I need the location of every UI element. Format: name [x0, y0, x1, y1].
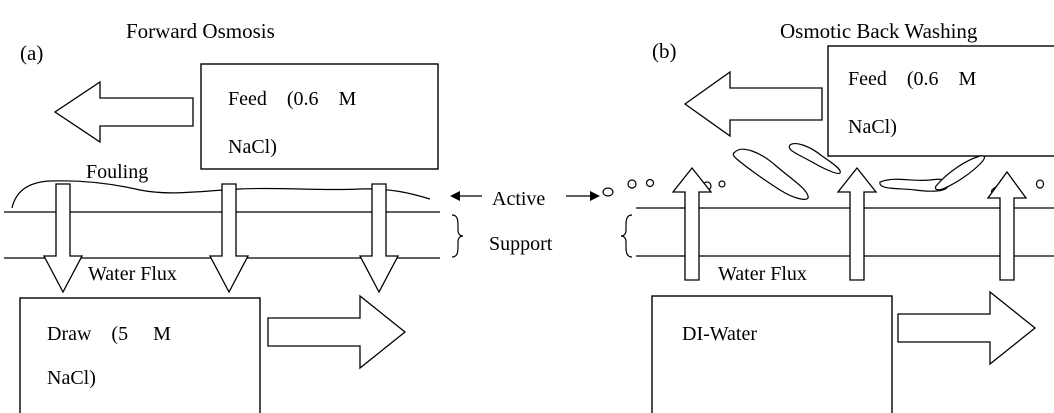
panel-a: Forward Osmosis (a) Feed (0.6 M NaCl) Fo… [4, 19, 440, 413]
water-flux-arrow-a-2 [208, 183, 250, 294]
feed-box-a [200, 63, 439, 170]
active-label: Active [492, 188, 545, 210]
active-pointer-left-head [450, 191, 460, 201]
water-flux-label-b: Water Flux [718, 263, 807, 285]
foulant-flake [788, 143, 841, 175]
panel-a-tag: (a) [20, 41, 43, 65]
foulant-particle [645, 178, 655, 188]
draw-outflow-arrow-b [897, 290, 1037, 366]
panel-a-title: Forward Osmosis [126, 19, 275, 43]
support-brace-right [620, 214, 633, 258]
feed-box-b [827, 45, 1054, 157]
di-water-box-label: DI-Water [682, 323, 757, 345]
fouling-layer-outline [11, 180, 431, 209]
draw-box-a-line1: Draw (5 M [47, 323, 171, 345]
water-flux-arrow-b-2 [836, 166, 878, 281]
water-flux-label-a: Water Flux [88, 263, 177, 285]
water-flux-arrow-b-3 [986, 170, 1028, 281]
di-water-box [651, 295, 893, 413]
foulant-particle [627, 179, 637, 189]
support-brace-left [451, 214, 464, 258]
fouling-label: Fouling [86, 161, 148, 183]
foulant-particle [602, 187, 614, 197]
draw-box-a [19, 297, 261, 413]
water-flux-arrow-a-3 [358, 183, 400, 294]
water-flux-arrow-b-1 [671, 166, 713, 281]
active-pointer-right-head [590, 191, 600, 201]
foulant-flake [934, 155, 986, 191]
panel-b-tag: (b) [652, 39, 677, 63]
membrane-labels: Active Support [450, 188, 633, 258]
feed-outflow-arrow-b [683, 70, 823, 138]
draw-box-a-line2: NaCl) [47, 367, 96, 389]
feed-outflow-arrow-a [53, 80, 194, 144]
feed-box-a-line2: NaCl) [228, 136, 277, 158]
foulant-flake [732, 148, 809, 200]
draw-outflow-arrow-a [267, 294, 407, 370]
feed-box-a-line1: Feed (0.6 M [228, 88, 357, 110]
feed-box-b-line2: NaCl) [848, 116, 897, 138]
panel-b-title: Osmotic Back Washing [780, 19, 978, 43]
support-label: Support [489, 233, 553, 255]
panel-b: Osmotic Back Washing (b) Feed (0.6 M NaC… [602, 19, 1054, 413]
foulant-particle [718, 180, 726, 188]
water-flux-arrow-a-1 [42, 183, 84, 294]
feed-box-b-line1: Feed (0.6 M [848, 68, 977, 90]
foulant-particle [1035, 179, 1045, 189]
